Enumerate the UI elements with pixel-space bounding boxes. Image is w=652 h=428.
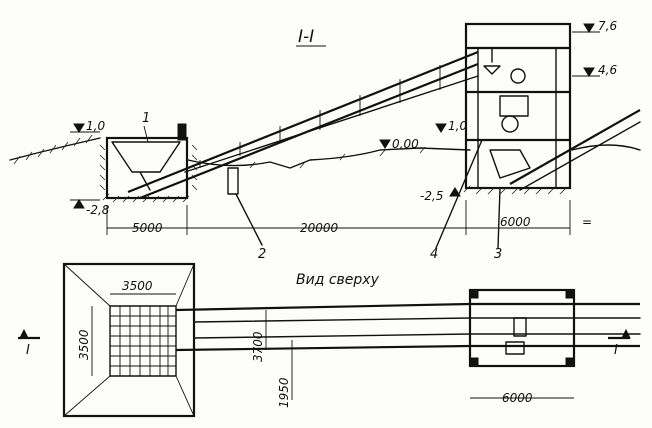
inclined-conveyor	[127, 50, 479, 246]
elev-left-bottom: -2,8	[86, 203, 110, 217]
dim-grid-width: 3500	[122, 279, 153, 293]
plan-column-3	[469, 357, 479, 367]
gearbox	[499, 95, 529, 117]
callout-2: 2	[258, 247, 266, 262]
section-marker-right: I	[614, 343, 618, 358]
plan-pit-outline	[62, 262, 196, 418]
outgoing-bottom	[519, 121, 641, 191]
pit-post	[177, 123, 187, 141]
dim-right-span: 6000	[500, 215, 531, 229]
callout-leader-2	[235, 193, 263, 246]
dim-building-width: 6000	[502, 391, 533, 405]
elev-right-ground: 1,0	[448, 119, 467, 133]
pit-outline	[105, 136, 189, 200]
elevation-markers: 1,0 -2,8 0,00 1,0 -2,5 7,6 4,6	[70, 19, 617, 217]
conveyor-top-chord	[127, 50, 479, 194]
callout-leader-3	[497, 187, 501, 249]
building-foundation-hatch	[463, 185, 567, 195]
plan-title: Вид сверху	[296, 272, 380, 288]
elev-zero: 0,00	[392, 137, 419, 151]
plan-chute-unit	[505, 341, 525, 355]
elev-right-pit: -2,5	[420, 189, 443, 203]
elev-top-roof: 7,6	[598, 19, 617, 33]
plan-pit: 3500 3500	[62, 262, 196, 418]
plan-building-outline	[468, 288, 576, 368]
callout-leader-1	[143, 125, 149, 143]
elev-left-top: 1,0	[86, 119, 105, 133]
elev-mark-top-mid	[583, 67, 595, 77]
plan-conveyor-inner-top	[193, 317, 471, 323]
section-markers: I I	[18, 328, 631, 358]
plan-conveyor-inner-bottom	[193, 333, 471, 339]
plan-pit-hopper-edges	[63, 263, 195, 417]
transfer-building	[435, 22, 572, 249]
dim-left-span: 5000	[132, 221, 163, 235]
ground-profile-middle	[187, 147, 471, 169]
dim-offset: 1950	[277, 377, 291, 408]
plan-conveyor-top	[175, 302, 471, 312]
plan-grid-bars	[110, 306, 176, 376]
transfer-chute	[489, 149, 531, 179]
pit-floor-hatch	[102, 193, 190, 203]
dim-conveyor-width: 3700	[251, 331, 265, 362]
elev-mark-right-pit	[449, 187, 461, 197]
drive-pulley	[510, 68, 526, 84]
plan-view: Вид сверху 3500 3500 3700 1950	[18, 262, 641, 418]
dim-grid-height: 3500	[77, 329, 91, 360]
section-dimensions: 5000 20000 6000 =	[106, 200, 592, 235]
plan-column-1	[469, 289, 479, 299]
outgoing-top	[509, 109, 641, 185]
plan-conveyor: 3700 1950	[175, 302, 471, 408]
elev-mark-top-roof	[583, 23, 595, 33]
stray-mark: =	[582, 215, 592, 229]
outgoing-conveyor	[509, 109, 641, 191]
section-marker-right-arrow	[621, 328, 631, 339]
ground-hatch-left	[13, 134, 93, 165]
head-pulley	[501, 115, 519, 133]
elev-mark-zero	[379, 139, 391, 149]
plan-column-2	[565, 289, 575, 299]
plan-grid-frame	[109, 305, 177, 377]
conveyor-support	[227, 167, 239, 195]
receiving-pit	[99, 123, 198, 203]
elev-mark-right-ground	[435, 123, 447, 133]
conveyor-bottom-chord	[184, 75, 479, 173]
section-marker-left: I	[26, 343, 30, 358]
section-marker-left-arrow	[19, 328, 29, 339]
elev-top-mid: 4,6	[598, 63, 617, 77]
hoist-hook	[483, 47, 501, 75]
ground-slope-left	[9, 137, 101, 161]
ground-hatch-middle	[249, 146, 426, 169]
callout-3: 3	[494, 247, 502, 262]
callout-1: 1	[142, 111, 150, 126]
plan-conveyor-bottom	[175, 344, 471, 352]
section-view: I-I	[9, 19, 641, 262]
plan-building: 6000	[468, 288, 641, 405]
plan-column-4	[565, 357, 575, 367]
pit-hopper	[111, 141, 181, 173]
conveyor-struts	[199, 65, 441, 168]
section-title: I-I	[298, 27, 314, 47]
callout-4: 4	[430, 247, 438, 262]
elev-mark-left-top	[73, 123, 85, 133]
dim-middle-span: 20000	[300, 221, 339, 235]
elev-mark-left-bottom	[73, 199, 85, 209]
pit-chute	[139, 171, 151, 191]
ground-profile-right	[571, 144, 641, 151]
